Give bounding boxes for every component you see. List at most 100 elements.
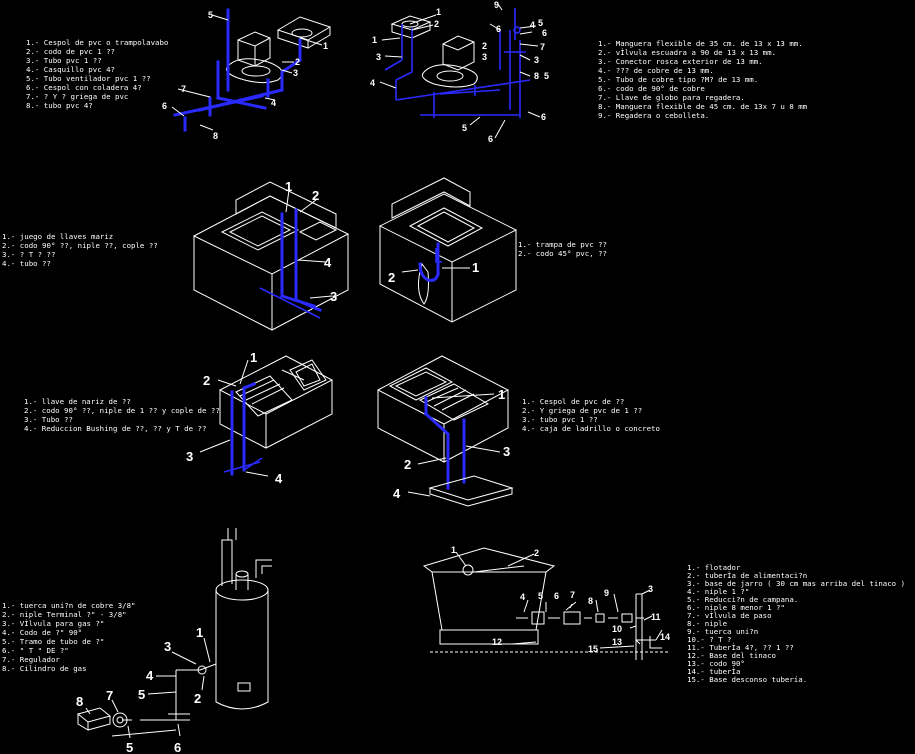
- riser-pipe: [635, 593, 662, 660]
- legend-line: 5.- Tubo ventilador pvc 1 ??: [26, 74, 151, 83]
- legend-line: 1.- Cespol de pvc de ??: [522, 397, 624, 406]
- gas-line: [122, 663, 217, 721]
- legend-toilet-supply: 1.- Manguera flexible de 35 cm. de 13 x …: [598, 39, 808, 120]
- legend-tank: 1.- flotador 2.- tuberÌa de alimentaci?n…: [687, 563, 905, 684]
- legend-line: 12.- Base del tinaco: [687, 651, 776, 660]
- callout-4b: 4: [530, 20, 535, 30]
- legend-line: 1.- tuerca uni?n de cobre 3/8": [2, 601, 136, 610]
- callout-2: 2: [295, 57, 300, 67]
- legend-line: 9.- Regadera o cebolleta.: [598, 111, 709, 120]
- leader-lines: [285, 189, 333, 299]
- callout-3: 3: [376, 52, 381, 62]
- callout-4: 4: [275, 471, 283, 486]
- gas-cylinder: [76, 707, 112, 731]
- callout-6: 6: [174, 740, 181, 754]
- callout-7: 7: [106, 688, 113, 703]
- legend-line: 6.- codo de 90° de cobre: [598, 84, 705, 93]
- float: [462, 564, 474, 576]
- leader-lines: [171, 14, 323, 131]
- tank-lid: [422, 547, 556, 573]
- legend-line: 2.- tuberÌa de alimentaci?n: [687, 571, 807, 580]
- callout-1: 1: [196, 625, 203, 640]
- sink-basin: [220, 211, 300, 251]
- legend-toilet-drain: 1.- Cespol de pvc o trampolavabo 2.- cod…: [26, 38, 168, 110]
- cabinet-body: [379, 226, 517, 323]
- legend-line: 7.- vÌlvula de paso: [687, 611, 772, 620]
- legend-line: 5.- Reducci?n de campana.: [687, 595, 798, 604]
- legend-line: 5.- Tubo de cobre tipo ?M? de 13 mm.: [598, 75, 758, 84]
- legend-line: 11.- TuberÌa 4?, ?? 1 ??: [687, 643, 794, 652]
- drain-pipes: [423, 396, 466, 490]
- callout-2: 2: [388, 270, 395, 285]
- washboard: [235, 375, 293, 417]
- figure-laundry-supply: 1 2 3 4: [186, 350, 334, 486]
- copper-supply-lines: [384, 8, 531, 110]
- legend-line: 14.- tuberÌa: [687, 667, 740, 676]
- legend-line: 8.- niple: [687, 619, 728, 628]
- callout-8: 8: [213, 131, 218, 141]
- legend-line: 3.- ? T ? ??: [2, 250, 55, 259]
- backsplash: [235, 181, 337, 229]
- callout-1: 1: [250, 350, 257, 365]
- callout-3: 3: [186, 449, 193, 464]
- legend-line: 7.- ? Y ? griega de pvc: [26, 92, 128, 101]
- trap-outlet: [435, 248, 442, 263]
- callout-9: 9: [604, 588, 609, 598]
- legend-line: 3.- Conector rosca exterior de 13 mm.: [598, 57, 763, 66]
- callout-9: 9: [494, 0, 499, 10]
- legend-laundry-drain: 1.- Cespol de pvc de ?? 2.- Y griega de …: [522, 397, 660, 433]
- callout-6d: 6: [541, 112, 546, 122]
- main-drain: [173, 78, 270, 117]
- callout-6c: 6: [542, 28, 547, 38]
- leader-lines: [455, 551, 663, 649]
- legend-line: 1.- Cespol de pvc o trampolavabo: [26, 38, 168, 47]
- legend-sink-drain: 1.- trampa de pvc ?? 2.- codo 45° pvc, ?…: [518, 240, 607, 258]
- callout-6: 6: [554, 591, 559, 601]
- washbasin-bowl: [291, 28, 313, 38]
- callout-5b: 5: [126, 740, 133, 754]
- callout-7: 7: [570, 590, 575, 600]
- leader-lines: [401, 267, 470, 273]
- sink-basin: [408, 207, 484, 247]
- legend-line: 3.- tubo pvc 1 ??: [522, 415, 598, 424]
- toilet-seat: [436, 70, 464, 82]
- callout-6: 6: [488, 134, 493, 144]
- callout-4: 4: [146, 668, 154, 683]
- cabinet-top: [378, 193, 518, 263]
- legend-line: 1.- trampa de pvc ??: [518, 240, 607, 249]
- callout-6b: 6: [496, 24, 501, 34]
- legend-line: 2.- Y griega de pvc de 1 ??: [522, 406, 642, 415]
- legend-line: 3.- Tubo pvc 1 ??: [26, 56, 102, 65]
- callout-2: 2: [312, 188, 319, 203]
- legend-laundry-supply: 1.- llave de nariz de ?? 2.- codo 90° ??…: [24, 397, 220, 433]
- callout-6: 6: [162, 101, 167, 111]
- toilet-bowl: [421, 64, 478, 88]
- burner-door: [237, 682, 251, 692]
- legend-line: 4.- caja de ladrillo o concreto: [522, 424, 660, 433]
- callout-5: 5: [138, 687, 145, 702]
- legend-line: 3.- Tubo ??: [24, 415, 73, 424]
- legend-sink-supply: 1.- juego de llaves mariz 2.- codo 90° ?…: [2, 232, 158, 268]
- leader-lines: [379, 3, 541, 139]
- legend-line: 8.- Cilindro de gas: [2, 664, 87, 673]
- callout-4: 4: [520, 592, 525, 602]
- legend-line: 4.- tubo ??: [2, 259, 51, 268]
- legend-line: 4.- Codo de ?" 90°: [2, 628, 82, 637]
- callout-2: 2: [203, 373, 210, 388]
- callout-4: 4: [370, 78, 375, 88]
- callout-2: 2: [404, 457, 411, 472]
- leader-lines: [85, 637, 211, 739]
- legend-line: 8.- Manguera flexible de 45 cm. de 13x 7…: [598, 102, 808, 111]
- callout-1: 1: [498, 387, 505, 402]
- callout-4: 4: [324, 255, 332, 270]
- callout-1: 1: [451, 545, 456, 555]
- figure-water-tank: 1 2 3 4 5 6 7 8 9 10 11 12 13 14 15: [422, 545, 670, 660]
- feed-pipe: [473, 565, 525, 573]
- callout-3c: 3: [534, 55, 539, 65]
- legend-line: 13.- codo 90°: [687, 659, 745, 668]
- legend-line: 2.- codo 90° ??, niple ??, cople ??: [2, 241, 158, 250]
- supply-manifold: [420, 92, 521, 118]
- toilet-tank: [442, 35, 475, 71]
- callout-3: 3: [293, 68, 298, 78]
